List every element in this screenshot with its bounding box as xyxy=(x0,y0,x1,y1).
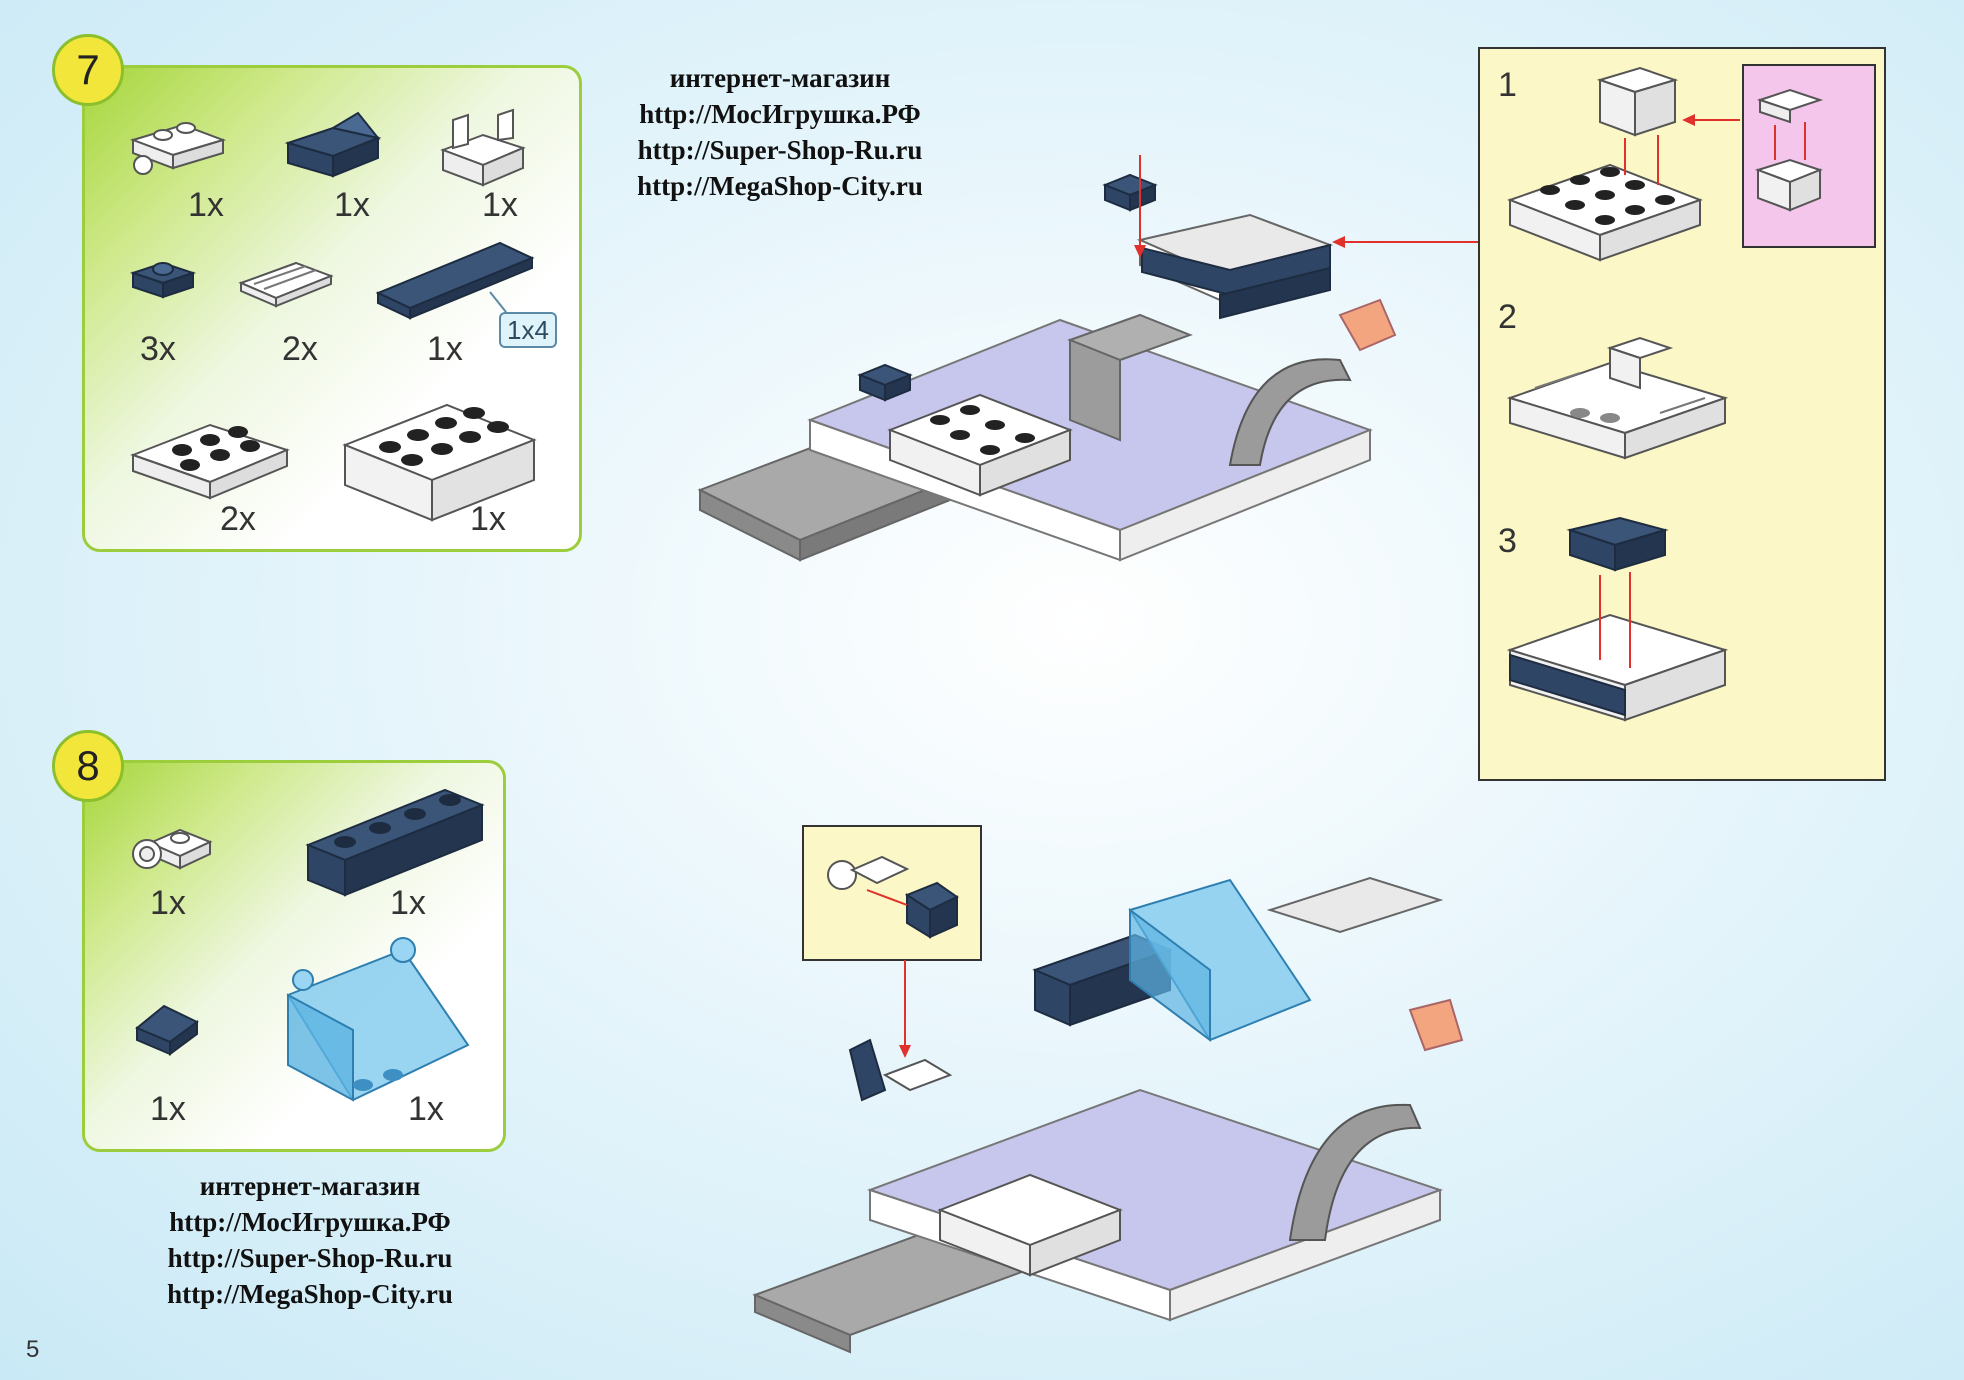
step8-part2-qty: 1x xyxy=(390,884,426,922)
step7-part1-qty: 1x xyxy=(188,186,224,224)
hinge-brick-white-icon xyxy=(440,108,526,187)
shop-label: интернет-магазин xyxy=(669,63,891,93)
shop-label: интернет-магазин xyxy=(199,1171,421,1201)
hinge-detail-callout xyxy=(1742,64,1876,248)
step8-part4-qty: 1x xyxy=(408,1090,444,1128)
page-number: 5 xyxy=(26,1336,40,1363)
grille-tile-white-icon xyxy=(238,261,334,308)
plate-2x3-white-icon xyxy=(130,423,290,500)
step7-part2-qty: 1x xyxy=(334,186,370,224)
substep1-illustration xyxy=(1507,66,1824,262)
shop-link-3[interactable]: http://MegaShop-City.ru xyxy=(167,1279,453,1309)
step7-part5-qty: 2x xyxy=(282,330,318,368)
tile-1x4-dark-blue-icon xyxy=(375,241,535,320)
step8-car-assembly-illustration xyxy=(752,876,1464,1354)
shop-link-2[interactable]: http://Super-Shop-Ru.ru xyxy=(637,135,923,165)
windscreen-trans-blue-icon xyxy=(286,937,470,1102)
size-callout-pointer xyxy=(489,291,507,313)
brick-1x4-dark-blue-icon xyxy=(305,788,485,897)
slope-brick-dark-blue-icon xyxy=(284,111,382,178)
substep3-illustration xyxy=(1506,516,1729,722)
step7-part6-qty: 1x xyxy=(427,330,463,368)
shop-link-2[interactable]: http://Super-Shop-Ru.ru xyxy=(167,1243,453,1273)
shop-link-3[interactable]: http://MegaShop-City.ru xyxy=(637,171,923,201)
step7-part8-qty: 1x xyxy=(470,500,506,538)
step8-part3-qty: 1x xyxy=(150,1090,186,1128)
substep-number-3: 3 xyxy=(1498,522,1517,560)
step7-part3-qty: 1x xyxy=(482,186,518,224)
brick-2x4-white-icon xyxy=(342,403,537,522)
size-1x4-label: 1x4 xyxy=(499,312,557,348)
shop-info-bottom: интернет-магазин http://МосИгрушка.РФ ht… xyxy=(130,1168,490,1312)
step7-number-badge: 7 xyxy=(52,34,124,106)
substep2-illustration xyxy=(1506,336,1729,460)
step8-part1-qty: 1x xyxy=(150,884,186,922)
plate-with-clip-white-icon xyxy=(132,828,213,870)
step8-number-badge: 8 xyxy=(52,730,124,802)
substep-number-2: 2 xyxy=(1498,298,1517,336)
plate-1x1-dark-blue-icon xyxy=(129,261,197,299)
step7-part4-qty: 3x xyxy=(140,330,176,368)
step7-part7-qty: 2x xyxy=(220,500,256,538)
substep-number-1: 1 xyxy=(1498,66,1517,104)
plate-1x2-with-clip-icon xyxy=(129,122,227,175)
step8-detail-illustration xyxy=(827,855,959,939)
shop-info-top: интернет-магазин http://МосИгрушка.РФ ht… xyxy=(600,60,960,204)
slope-1x1-dark-blue-icon xyxy=(135,1004,199,1056)
step7-car-assembly-illustration xyxy=(697,155,1480,562)
shop-link-1[interactable]: http://МосИгрушка.РФ xyxy=(169,1207,451,1237)
shop-link-1[interactable]: http://МосИгрушка.РФ xyxy=(639,99,921,129)
